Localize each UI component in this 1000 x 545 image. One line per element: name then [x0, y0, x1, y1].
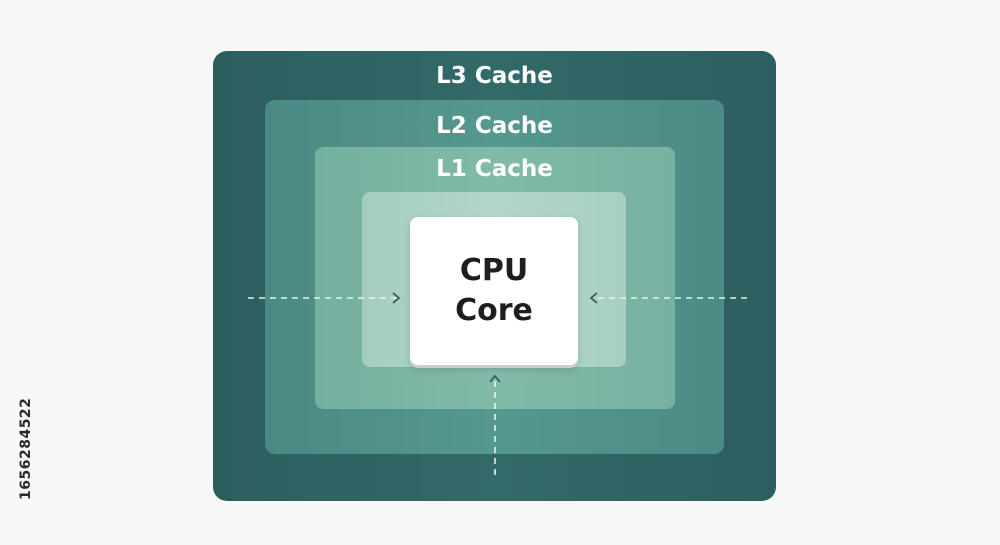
- l1-cache-label: L1 Cache: [436, 156, 553, 182]
- cpu-core-label-line2: Core: [455, 293, 533, 328]
- cpu-core-box: CPU Core: [410, 217, 578, 365]
- watermark-id-text: 1656284522: [18, 397, 34, 500]
- cpu-core-label-line1: CPU: [459, 253, 529, 288]
- l3-cache-label: L3 Cache: [436, 63, 553, 89]
- l2-cache-label: L2 Cache: [436, 113, 553, 139]
- stock-watermark-id: 1656284522: [14, 300, 38, 500]
